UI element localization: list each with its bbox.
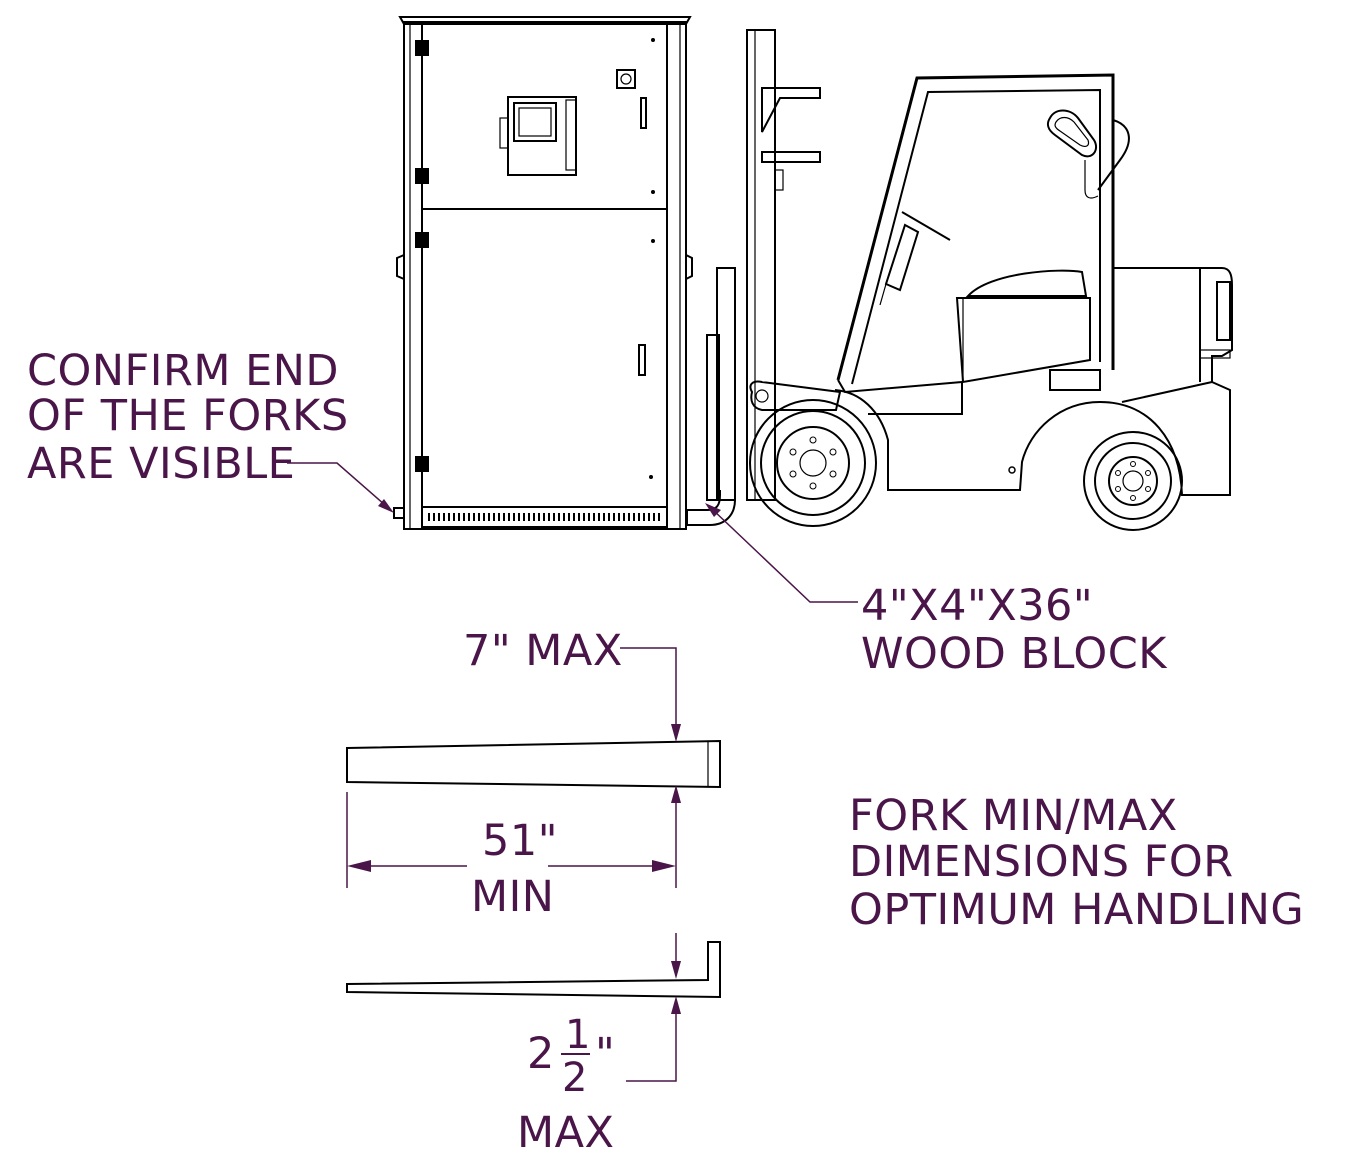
rear-wheel-icon: [1083, 431, 1183, 531]
leader-wood-block: [705, 503, 858, 603]
confirm-forks-line-3: ARE VISIBLE: [27, 439, 295, 489]
thickness-numerator: 1: [565, 1012, 591, 1058]
thickness-denominator: 2: [562, 1055, 588, 1101]
fork-profile-max-drawing: [346, 941, 721, 999]
max-7-label: 7" MAX: [463, 626, 623, 676]
dimension-2-half-max: [626, 933, 681, 1082]
thickness-whole: 2: [527, 1029, 555, 1079]
front-wheel-icon: [749, 399, 877, 527]
length-note: MIN: [471, 872, 554, 922]
forklift-drawing: [686, 29, 1233, 531]
length-value: 51": [482, 816, 558, 866]
fork-dims-line-1: FORK MIN/MAX: [849, 791, 1178, 841]
confirm-forks-line-2: OF THE FORKS: [27, 391, 349, 441]
dimension-51-min: [346, 792, 676, 888]
thickness-note: MAX: [517, 1108, 614, 1153]
dimension-7-max: [620, 647, 681, 888]
confirm-forks-line-1: CONFIRM END: [27, 346, 339, 396]
leader-confirm-forks: [287, 462, 394, 513]
fork-profile-drawing: [346, 739, 721, 789]
wood-block-line-1: 4"X4"X36": [861, 581, 1093, 631]
wood-block-line-2: WOOD BLOCK: [861, 629, 1168, 679]
fork-dims-line-2: DIMENSIONS FOR: [849, 837, 1234, 887]
hinge-icon: [415, 40, 429, 472]
fork-dims-line-3: OPTIMUM HANDLING: [849, 885, 1304, 935]
thickness-unit: ": [595, 1029, 615, 1079]
cabinet-drawing: [393, 16, 693, 530]
controller-display: [499, 96, 577, 176]
